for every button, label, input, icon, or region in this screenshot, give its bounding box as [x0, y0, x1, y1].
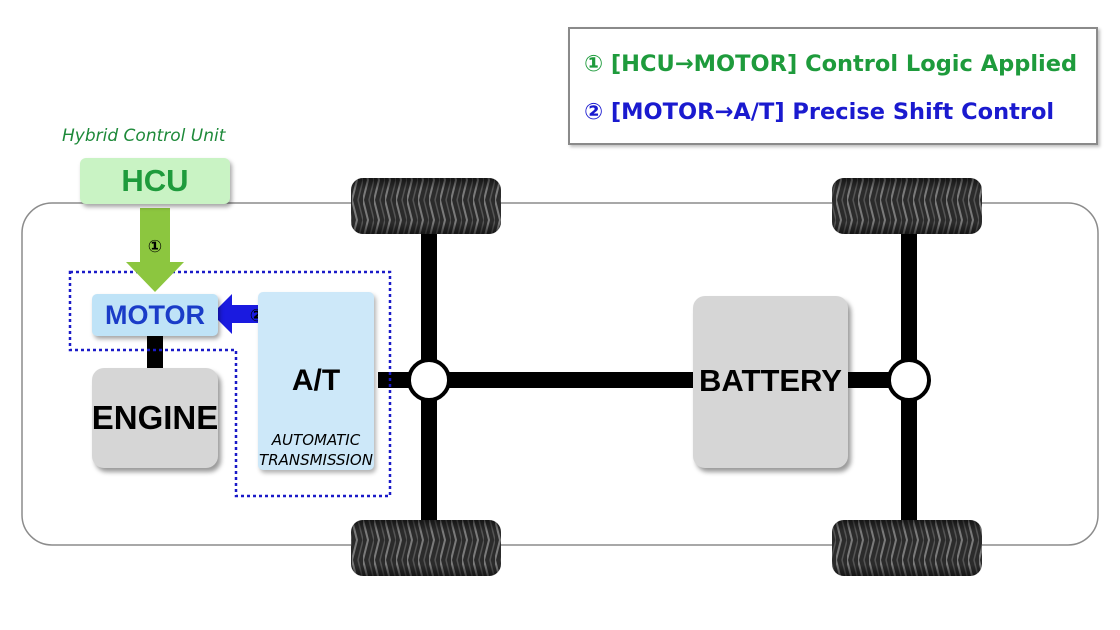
motor-label: MOTOR: [105, 299, 205, 330]
legend-box: ① [HCU→MOTOR] Control Logic Applied ② [M…: [568, 27, 1098, 145]
engine-label: ENGINE: [91, 399, 219, 436]
motor-engine-shaft: [147, 336, 163, 370]
legend-item-motor-at: ② [MOTOR→A/T] Precise Shift Control: [584, 99, 1055, 125]
joint-circle-icon: [887, 358, 931, 402]
motor-box: MOTOR: [92, 294, 218, 336]
hcu-to-motor-arrow: [126, 208, 184, 292]
battery-label: BATTERY: [699, 363, 842, 398]
tire-icon: [832, 178, 982, 234]
transmission-caption-line2: TRANSMISSION: [259, 451, 373, 469]
tire-icon: [351, 178, 501, 234]
hcu-caption: Hybrid Control Unit: [62, 126, 226, 146]
joint-circle-icon: [407, 358, 451, 402]
transmission-label: A/T: [291, 364, 341, 397]
transmission-caption: AUTOMATIC TRANSMISSION: [236, 430, 396, 470]
chassis-outline: [21, 202, 1099, 546]
tire-icon: [832, 520, 982, 576]
tire-icon: [351, 520, 501, 576]
motor-to-at-arrow: [212, 294, 302, 334]
hcu-box: HCU: [80, 158, 230, 204]
step-1-marker: ①: [148, 237, 162, 257]
battery-box: [693, 296, 848, 468]
hcu-label: HCU: [121, 163, 189, 198]
transmission-box: [258, 292, 374, 470]
transmission-caption-line1: AUTOMATIC: [271, 431, 361, 449]
hybrid-module-boundary: [68, 270, 392, 498]
engine-box: ENGINE: [92, 368, 218, 468]
legend-item-hcu-motor: ① [HCU→MOTOR] Control Logic Applied: [584, 51, 1078, 77]
